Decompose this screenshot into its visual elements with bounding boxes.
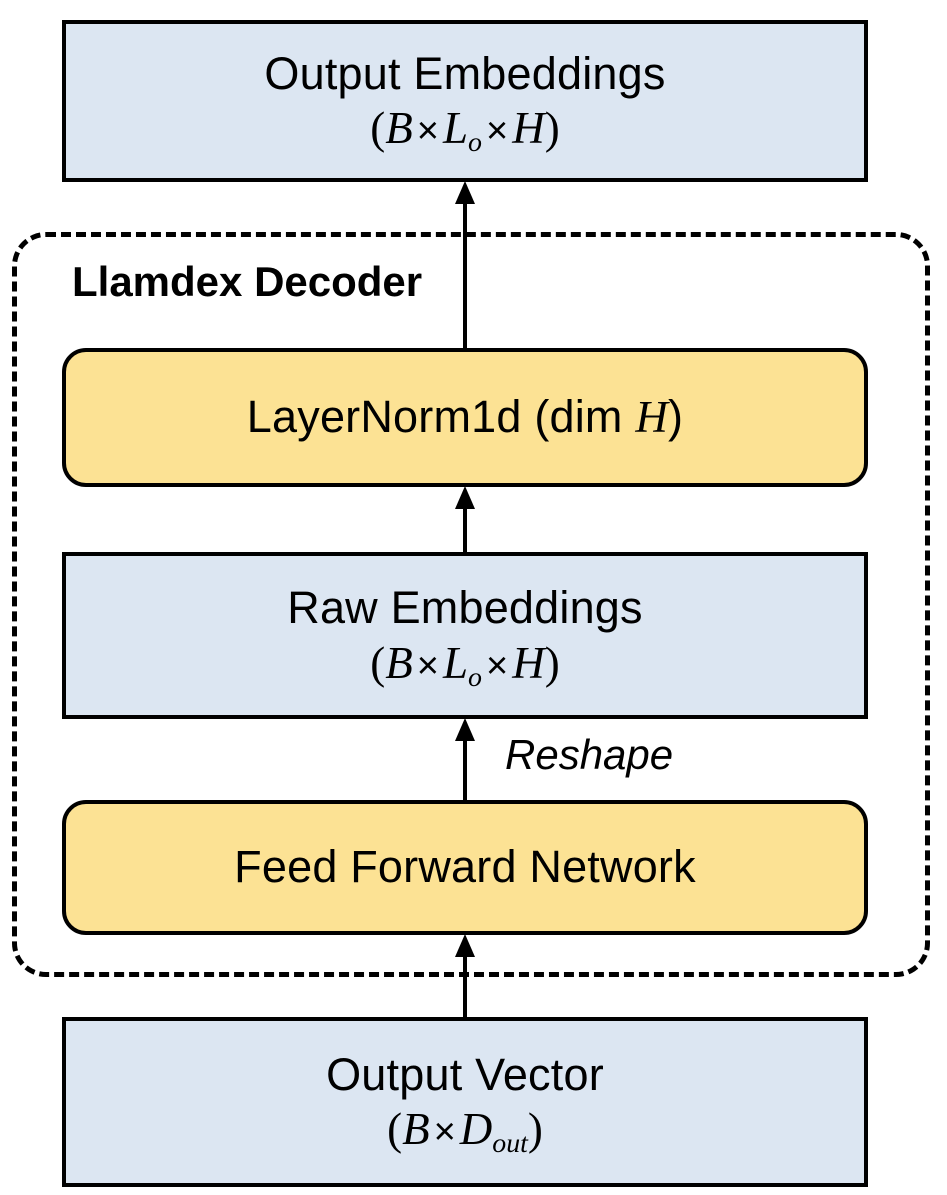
arrow-output-vector-to-ffn bbox=[447, 931, 483, 1020]
node-raw-embeddings: Raw Embeddings (B×Lo×H) bbox=[62, 552, 868, 719]
node-output-vector-shape: (B×Dout) bbox=[387, 1104, 543, 1159]
node-layernorm-label: LayerNorm1d (dim H) bbox=[246, 391, 684, 443]
node-output-embeddings-shape: (B×Lo×H) bbox=[370, 103, 560, 158]
node-layernorm-label-text: LayerNorm1d (dim bbox=[246, 391, 636, 443]
times-symbol: × bbox=[485, 644, 509, 687]
dim-b: B bbox=[402, 1104, 430, 1154]
node-raw-embeddings-shape: (B×Lo×H) bbox=[370, 637, 560, 693]
node-output-embeddings-label: Output Embeddings bbox=[264, 47, 666, 99]
dim-l: L bbox=[443, 637, 469, 688]
node-layernorm-label-tail: ) bbox=[668, 391, 684, 443]
node-raw-embeddings-label: Raw Embeddings bbox=[287, 582, 643, 634]
edge-label-reshape: Reshape bbox=[505, 731, 674, 778]
dim-h: H bbox=[512, 637, 545, 688]
times-symbol: × bbox=[416, 110, 439, 152]
dim-l: L bbox=[443, 103, 469, 153]
node-feed-forward-network: Feed Forward Network bbox=[62, 800, 868, 935]
node-output-vector-label: Output Vector bbox=[326, 1048, 604, 1100]
paren-close: ) bbox=[527, 1104, 543, 1154]
node-output-embeddings: Output Embeddings (B×Lo×H) bbox=[62, 20, 868, 182]
dim-b: B bbox=[385, 103, 413, 153]
times-symbol: × bbox=[485, 110, 509, 152]
llamdex-decoder-group-label: Llamdex Decoder bbox=[72, 258, 423, 305]
paren-close: ) bbox=[544, 103, 560, 153]
node-layernorm: LayerNorm1d (dim H) bbox=[62, 348, 868, 487]
dim-b: B bbox=[385, 637, 413, 688]
node-output-vector: Output Vector (B×Dout) bbox=[62, 1017, 868, 1187]
node-layernorm-dim-h: H bbox=[635, 392, 669, 443]
dim-d: D bbox=[459, 1104, 493, 1154]
paren-open: ( bbox=[370, 103, 386, 153]
llamdex-decoder-group bbox=[12, 232, 930, 977]
node-feed-forward-network-label: Feed Forward Network bbox=[234, 841, 696, 893]
arrow-raw-embeddings-to-layernorm bbox=[447, 483, 483, 555]
paren-open: ( bbox=[370, 637, 386, 688]
arrow-ffn-to-raw-embeddings bbox=[447, 715, 483, 803]
arrow-layernorm-to-output-embeddings bbox=[447, 178, 483, 350]
times-symbol: × bbox=[416, 644, 439, 687]
dim-l-subscript: o bbox=[468, 661, 482, 693]
dim-d-subscript: out bbox=[492, 1128, 528, 1160]
paren-open: ( bbox=[387, 1104, 403, 1154]
paren-close: ) bbox=[544, 637, 560, 688]
dim-h: H bbox=[512, 103, 545, 153]
dim-l-subscript: o bbox=[468, 127, 482, 159]
times-symbol: × bbox=[433, 1111, 456, 1153]
